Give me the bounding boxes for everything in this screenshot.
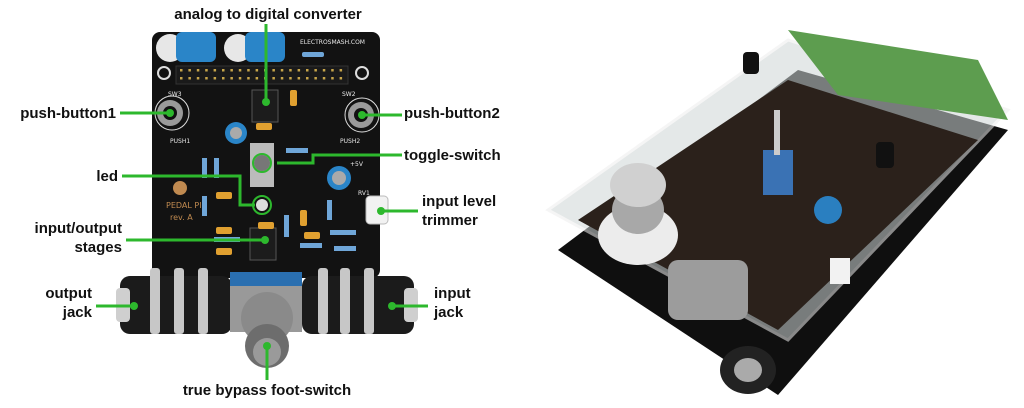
capacitor-photo xyxy=(814,196,842,224)
silk-5v: +5V xyxy=(350,161,364,168)
label-led: led xyxy=(96,168,118,185)
foot-switch-graphic xyxy=(230,272,302,368)
silk-rv1: RV1 xyxy=(358,190,370,197)
gpio-pin xyxy=(255,77,259,80)
gpio-pin xyxy=(280,77,284,80)
gpio-pin xyxy=(222,69,225,72)
label-output-jack-line1: output xyxy=(45,285,92,302)
silk-push2: PUSH2 xyxy=(340,138,360,145)
gpio-pin xyxy=(272,69,275,72)
gpio-header xyxy=(175,65,349,85)
gpio-pin xyxy=(314,69,317,72)
label-io-stages: input/output stages xyxy=(0,219,122,257)
gear-logo-icon xyxy=(173,181,187,195)
gpio-pin xyxy=(180,69,183,72)
gpio-pin xyxy=(230,77,233,80)
label-foot-switch: true bypass foot-switch xyxy=(182,382,352,399)
gpio-pin xyxy=(238,77,242,80)
label-input-jack-line1: input xyxy=(434,285,471,302)
gpio-pin xyxy=(205,69,208,72)
gpio-pin xyxy=(205,77,208,80)
trimmer-photo xyxy=(830,258,850,284)
mount-hole-right xyxy=(355,66,369,80)
foot-switch-photo xyxy=(598,163,678,265)
label-push-button2: push-button2 xyxy=(404,105,500,122)
gpio-pin xyxy=(188,69,191,72)
capacitor-c14-top xyxy=(230,127,242,139)
gpio-pin xyxy=(339,69,343,72)
label-io-stages-line2: stages xyxy=(74,239,122,256)
gpio-pin xyxy=(213,69,217,72)
gpio-pin xyxy=(213,77,217,80)
gpio-pin xyxy=(322,77,326,80)
resistor-r13 xyxy=(302,52,324,57)
gpio-pin xyxy=(247,77,250,80)
gpio-pin xyxy=(196,69,200,72)
gpio-pin xyxy=(222,77,225,80)
electrolytic-capacitor-top-left xyxy=(156,32,216,62)
output-jack-graphic xyxy=(116,268,232,334)
ceramic-capacitors xyxy=(216,90,320,255)
gpio-pin xyxy=(331,77,334,80)
gpio-pin xyxy=(297,69,301,72)
gpio-pin xyxy=(297,77,301,80)
leader-led xyxy=(122,174,255,207)
gpio-pins xyxy=(180,69,343,80)
label-input-level-line1: input level xyxy=(422,193,497,210)
label-input-jack: input jack xyxy=(434,284,471,322)
gpio-pin xyxy=(196,77,200,80)
label-input-jack-line2: jack xyxy=(434,304,464,321)
mount-hole-left xyxy=(157,66,171,80)
label-output-jack: output jack xyxy=(0,284,92,322)
gpio-pin xyxy=(272,77,275,80)
silk-product: PEDAL PI xyxy=(166,201,202,210)
gpio-pin xyxy=(306,69,309,72)
gpio-pin xyxy=(331,69,334,72)
leader-toggle xyxy=(277,153,402,165)
label-toggle-switch: toggle-switch xyxy=(404,147,501,164)
silk-brand: ELECTROSMASH.COM xyxy=(300,39,365,46)
silk-sw3: SW3 xyxy=(168,91,182,98)
io-opamp-chip xyxy=(249,227,277,261)
push-button-photos xyxy=(743,52,894,168)
label-input-level-line2: trimmer xyxy=(422,212,478,229)
gpio-pin xyxy=(230,69,233,72)
gpio-pin xyxy=(289,69,292,72)
silk-revision: rev. A xyxy=(170,213,193,222)
label-adc: analog to digital converter xyxy=(174,6,362,23)
leader-lines xyxy=(96,24,428,380)
gpio-pin xyxy=(322,69,326,72)
input-jack-graphic xyxy=(302,268,418,334)
gpio-pin xyxy=(180,77,183,80)
label-io-stages-line1: input/output xyxy=(34,220,122,237)
gpio-pin xyxy=(280,69,284,72)
label-push-button1: push-button1 xyxy=(20,105,116,122)
gpio-pin xyxy=(238,69,242,72)
gpio-pin xyxy=(255,69,259,72)
label-output-jack-line2: jack xyxy=(62,304,92,321)
toggle-switch-lever xyxy=(254,155,270,171)
gpio-pin xyxy=(314,77,317,80)
silk-push1: PUSH1 xyxy=(170,138,190,145)
gpio-pin xyxy=(247,69,250,72)
silk-sw2: SW2 xyxy=(342,91,356,98)
label-input-level: input level trimmer xyxy=(422,192,496,230)
gpio-pin xyxy=(289,77,292,80)
raspberry-pi-zero xyxy=(788,30,1008,120)
gpio-pin xyxy=(339,77,343,80)
leader-dots xyxy=(130,98,396,350)
capacitor-c12-top xyxy=(332,171,346,185)
gpio-pin xyxy=(188,77,191,80)
toggle-switch-photo xyxy=(763,110,793,195)
led-graphic xyxy=(256,199,268,211)
gpio-pin xyxy=(306,77,309,80)
jacks-photo xyxy=(668,260,776,394)
